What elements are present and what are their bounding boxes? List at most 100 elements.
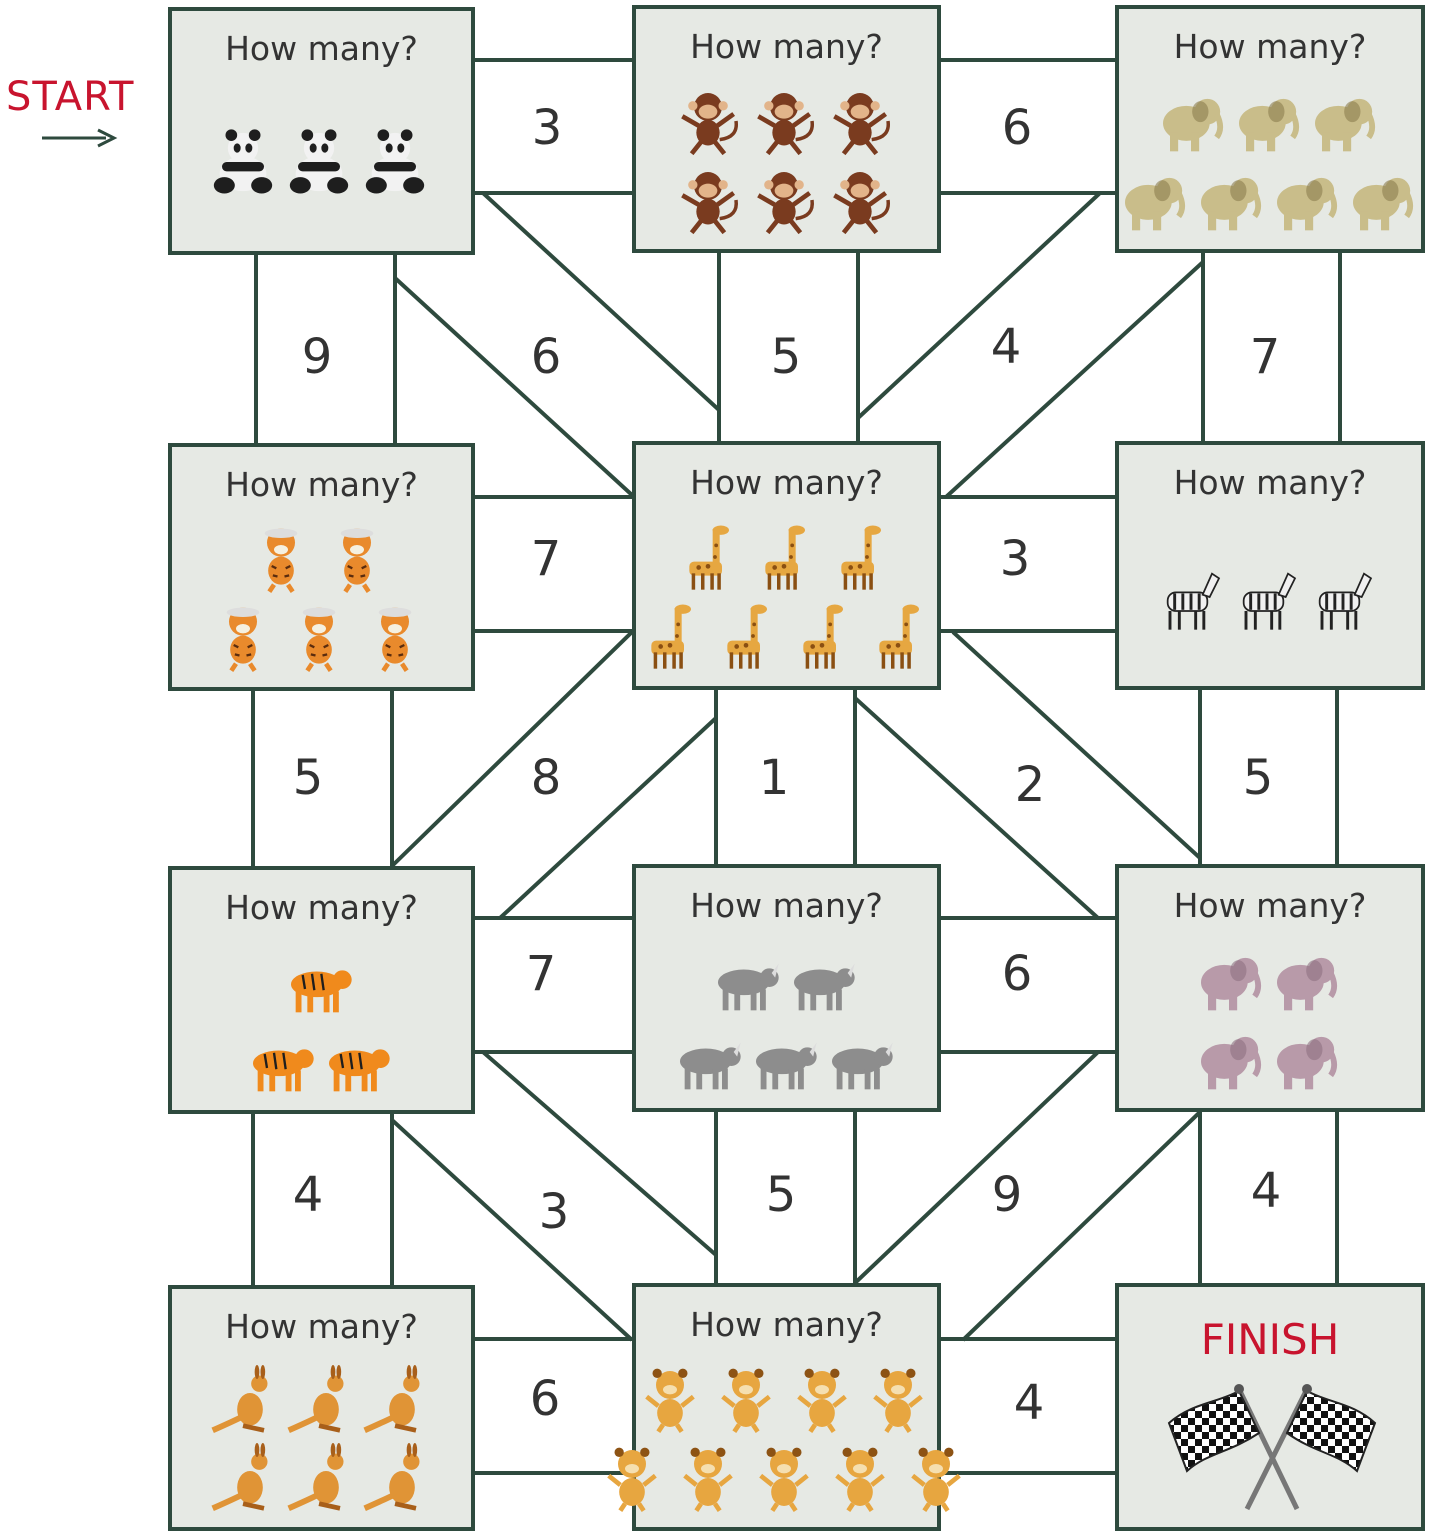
- path-number: 2: [990, 755, 1070, 815]
- tiger-cartoon-icon: [360, 603, 430, 677]
- count-box-pandas: How many?: [168, 7, 475, 255]
- box-title: How many?: [1119, 886, 1421, 925]
- animal-group: [182, 1361, 461, 1517]
- path-number: 7: [1225, 327, 1305, 387]
- count-box-rhinos: How many?: [632, 864, 941, 1112]
- rhino-icon: [749, 1024, 819, 1098]
- path-number: 4: [966, 317, 1046, 377]
- monkey-icon: [673, 165, 743, 239]
- box-title: How many?: [636, 886, 937, 925]
- path-number: 4: [1226, 1161, 1306, 1221]
- path-number: 6: [977, 98, 1057, 158]
- kangaroo-icon: [208, 1443, 278, 1517]
- rhino-icon: [825, 1024, 895, 1098]
- giraffe-icon: [749, 522, 819, 596]
- giraffe-icon: [635, 601, 705, 675]
- animal-group: [182, 519, 461, 677]
- elephant-cartoon-icon: [1194, 165, 1264, 239]
- lion-cub-icon: [673, 1443, 743, 1517]
- count-box-giraffes: How many?: [632, 441, 941, 690]
- giraffe-icon: [673, 522, 743, 596]
- lion-cub-icon: [863, 1364, 933, 1438]
- box-title: How many?: [172, 1307, 471, 1346]
- elephant-cartoon-icon: [1156, 86, 1226, 160]
- lion-cub-icon: [901, 1443, 971, 1517]
- zebra-icon: [1232, 562, 1302, 636]
- path-number: 3: [514, 1182, 594, 1242]
- path-number: 5: [741, 1165, 821, 1225]
- elephant-cartoon-icon: [1308, 86, 1378, 160]
- count-box-tigers-cartoon: How many?: [168, 443, 475, 691]
- path-number: 5: [746, 327, 826, 387]
- monkey-icon: [825, 165, 895, 239]
- path-number: 6: [977, 944, 1057, 1004]
- box-title: How many?: [172, 888, 471, 927]
- kangaroo-icon: [208, 1365, 278, 1439]
- elephant-cartoon-icon: [1232, 86, 1302, 160]
- monkey-icon: [749, 165, 819, 239]
- box-title: How many?: [1119, 27, 1421, 66]
- lion-cub-icon: [749, 1443, 819, 1517]
- path-number: 9: [277, 327, 357, 387]
- path-number: 7: [506, 529, 586, 589]
- path-number: 3: [507, 98, 587, 158]
- giraffe-icon: [787, 601, 857, 675]
- count-box-zebras: How many?: [1115, 441, 1425, 690]
- lion-cub-icon: [787, 1364, 857, 1438]
- kangaroo-icon: [284, 1365, 354, 1439]
- path-number: 3: [975, 529, 1055, 589]
- tiger-icon: [322, 1026, 392, 1100]
- zebra-icon: [1156, 562, 1226, 636]
- path-number: 6: [505, 1369, 585, 1429]
- path-number: 5: [268, 748, 348, 808]
- checkered-flags-icon: [1167, 1383, 1377, 1513]
- elephant-cartoon-icon: [1346, 165, 1416, 239]
- elephant-icon: [1194, 1024, 1264, 1098]
- animal-group: [646, 940, 927, 1098]
- monkey-icon: [673, 86, 743, 160]
- lion-cub-icon: [825, 1443, 895, 1517]
- tiger-cartoon-icon: [284, 603, 354, 677]
- animal-group: [646, 81, 927, 239]
- giraffe-icon: [863, 601, 933, 675]
- path-number: 1: [734, 748, 814, 808]
- tiger-icon: [284, 947, 354, 1021]
- count-box-lion-cubs: How many?: [632, 1283, 941, 1531]
- panda-icon: [208, 127, 278, 201]
- animal-group: [182, 83, 461, 241]
- start-marker: START: [6, 74, 166, 164]
- path-number: 4: [268, 1165, 348, 1225]
- lion-cub-icon: [597, 1443, 667, 1517]
- count-box-monkeys: How many?: [632, 5, 941, 253]
- lion-cub-icon: [635, 1364, 705, 1438]
- finish-box: FINISH: [1115, 1283, 1425, 1531]
- tiger-icon: [246, 1026, 316, 1100]
- path-number: 9: [967, 1165, 1047, 1225]
- path-number: 8: [506, 748, 586, 808]
- rhino-icon: [711, 945, 781, 1019]
- box-title: How many?: [636, 1305, 937, 1344]
- tiger-cartoon-icon: [322, 524, 392, 598]
- rhino-icon: [673, 1024, 743, 1098]
- zebra-icon: [1308, 562, 1378, 636]
- animal-group: [1129, 517, 1411, 676]
- count-box-elephants-cartoon: How many?: [1115, 5, 1425, 253]
- start-label: START: [6, 74, 134, 120]
- box-title: How many?: [636, 27, 937, 66]
- kangaroo-icon: [360, 1365, 430, 1439]
- giraffe-icon: [711, 601, 781, 675]
- box-title: How many?: [636, 463, 937, 502]
- path-number: 5: [1218, 748, 1298, 808]
- count-box-kangaroos: How many?: [168, 1285, 475, 1531]
- right-arrow-icon: [40, 128, 120, 148]
- finish-label: FINISH: [1119, 1315, 1421, 1364]
- box-title: How many?: [1119, 463, 1421, 502]
- elephant-cartoon-icon: [1270, 165, 1340, 239]
- animal-group: [646, 517, 927, 676]
- animal-group: [1129, 81, 1411, 239]
- panda-icon: [360, 127, 430, 201]
- elephant-icon: [1194, 945, 1264, 1019]
- box-title: How many?: [172, 465, 471, 504]
- tiger-cartoon-icon: [208, 603, 278, 677]
